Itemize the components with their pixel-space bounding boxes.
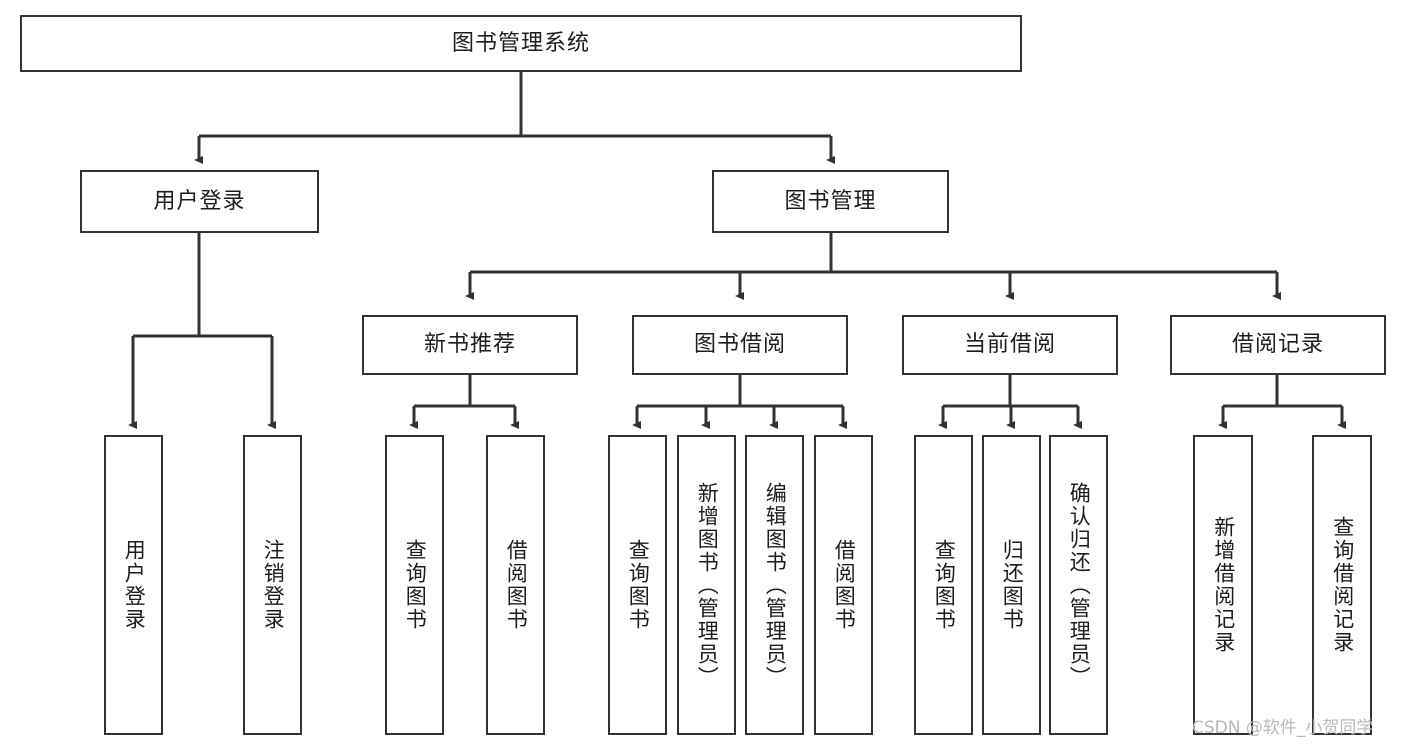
node-leaf-query-book-2-label: 查询图书	[626, 539, 651, 631]
node-borrow-record[interactable]: 借阅记录	[1170, 315, 1386, 375]
node-leaf-query-book-3-label: 查询图书	[932, 539, 957, 631]
node-leaf-add-borrow-record-label: 新增借阅记录	[1211, 516, 1236, 654]
node-new-book-recommend-label: 新书推荐	[423, 332, 516, 358]
node-user-login-label: 用户登录	[153, 188, 246, 214]
node-leaf-query-book-1[interactable]: 查询图书	[385, 435, 444, 735]
node-leaf-confirm-return-admin-label: 确认归还（管理员）	[1067, 481, 1092, 689]
node-leaf-logout[interactable]: 注销登录	[243, 435, 302, 735]
node-new-book-recommend[interactable]: 新书推荐	[362, 315, 578, 375]
node-leaf-add-book-admin-label: 新增图书（管理员）	[695, 481, 720, 689]
node-user-login[interactable]: 用户登录	[80, 170, 319, 233]
node-leaf-query-book-2[interactable]: 查询图书	[608, 435, 667, 735]
node-leaf-borrow-book-2-label: 借阅图书	[832, 539, 857, 631]
node-leaf-borrow-book-2[interactable]: 借阅图书	[814, 435, 873, 735]
node-leaf-query-borrow-record-label: 查询借阅记录	[1330, 516, 1355, 654]
node-leaf-query-book-1-label: 查询图书	[403, 539, 428, 631]
node-root-label: 图书管理系统	[451, 30, 590, 56]
node-book-management[interactable]: 图书管理	[712, 170, 949, 233]
node-leaf-user-login-label: 用户登录	[122, 539, 147, 631]
node-root[interactable]: 图书管理系统	[20, 15, 1022, 72]
node-current-borrow-label: 当前借阅	[963, 332, 1056, 358]
node-leaf-edit-book-admin-label: 编辑图书（管理员）	[763, 481, 788, 689]
node-leaf-return-book[interactable]: 归还图书	[982, 435, 1041, 735]
node-leaf-edit-book-admin[interactable]: 编辑图书（管理员）	[745, 435, 804, 735]
watermark: CSDN @软件_小贺同学	[1192, 718, 1374, 738]
node-leaf-borrow-book-1[interactable]: 借阅图书	[486, 435, 545, 735]
node-book-borrow-label: 图书借阅	[693, 332, 786, 358]
node-current-borrow[interactable]: 当前借阅	[902, 315, 1118, 375]
node-borrow-record-label: 借阅记录	[1231, 332, 1324, 358]
node-leaf-return-book-label: 归还图书	[1000, 539, 1025, 631]
node-leaf-query-book-3[interactable]: 查询图书	[914, 435, 973, 735]
node-book-borrow[interactable]: 图书借阅	[632, 315, 848, 375]
node-leaf-user-login[interactable]: 用户登录	[104, 435, 163, 735]
node-leaf-logout-label: 注销登录	[261, 539, 286, 631]
node-leaf-query-borrow-record[interactable]: 查询借阅记录	[1312, 435, 1372, 735]
node-leaf-add-borrow-record[interactable]: 新增借阅记录	[1193, 435, 1253, 735]
node-leaf-borrow-book-1-label: 借阅图书	[504, 539, 529, 631]
node-book-management-label: 图书管理	[784, 188, 877, 214]
node-leaf-add-book-admin[interactable]: 新增图书（管理员）	[677, 435, 736, 735]
node-leaf-confirm-return-admin[interactable]: 确认归还（管理员）	[1049, 435, 1108, 735]
